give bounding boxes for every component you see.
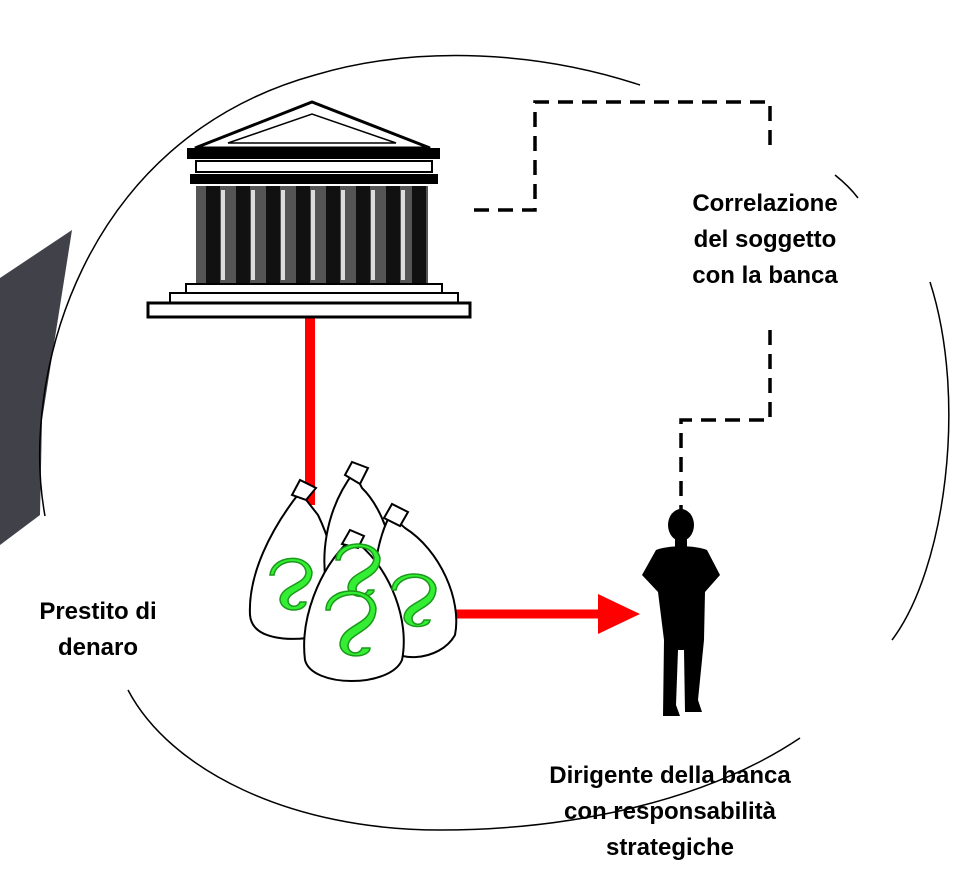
label-correlation: Correlazione del soggetto con la banca (650, 186, 880, 294)
label-loan-line-1: Prestito di (39, 598, 157, 625)
businessman-silhouette-icon (642, 509, 720, 716)
bank-building-icon (146, 100, 472, 319)
label-manager-line-3: strategiche (605, 834, 735, 861)
label-loan-line-2: denaro (57, 634, 138, 661)
dashed-connector-bottom (679, 330, 772, 510)
money-bags-icon (248, 460, 458, 682)
label-manager: Dirigente della banca con responsabilità… (490, 758, 850, 866)
label-loan: Prestito di denaro (8, 594, 188, 666)
label-correlation-line-2: del soggetto (693, 226, 837, 253)
red-arrowhead (598, 594, 640, 634)
circle-outline (39, 54, 950, 831)
dashed-connector-top (474, 100, 772, 212)
label-correlation-line-3: con la banca (692, 262, 838, 289)
label-manager-line-1: Dirigente della banca (549, 762, 791, 789)
label-manager-line-2: con responsabilità (563, 798, 777, 825)
dark-side-tab (0, 230, 72, 545)
label-correlation-line-1: Correlazione (692, 190, 838, 217)
